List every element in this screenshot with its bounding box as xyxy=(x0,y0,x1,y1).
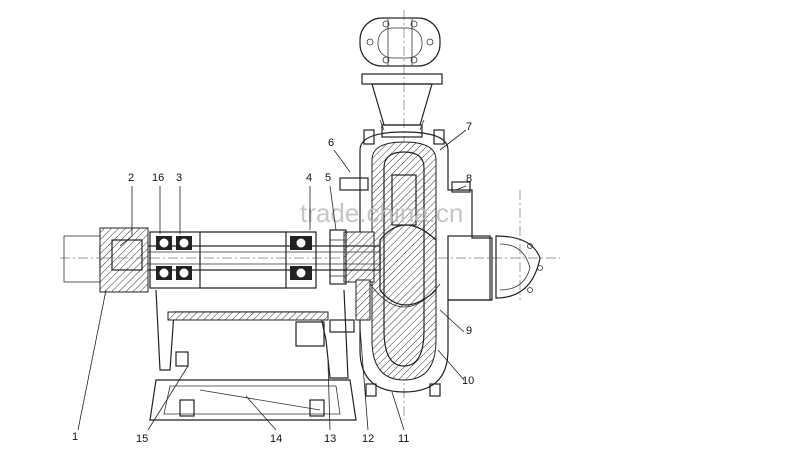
callout-7: 7 xyxy=(466,121,472,133)
callout-13: 13 xyxy=(324,433,336,445)
pump-casing xyxy=(339,129,493,397)
coupling xyxy=(63,227,150,293)
callout-2: 2 xyxy=(128,172,134,184)
callout-10: 10 xyxy=(462,375,474,387)
callout-5: 5 xyxy=(325,172,331,184)
base xyxy=(149,379,357,421)
suction-inlet xyxy=(447,235,543,301)
callout-1: 1 xyxy=(72,431,78,443)
callout-3: 3 xyxy=(176,172,182,184)
callout-11: 11 xyxy=(398,433,409,445)
callout-6: 6 xyxy=(328,137,334,149)
bearing-housing xyxy=(149,231,317,289)
watermark-text: trade.china.cn xyxy=(300,198,463,228)
callout-16: 16 xyxy=(152,172,164,184)
callout-9: 9 xyxy=(466,325,472,337)
leader-lines xyxy=(77,129,467,431)
callout-14: 14 xyxy=(270,433,282,445)
seal-assembly xyxy=(329,229,375,333)
callout-12: 12 xyxy=(362,433,374,445)
outlet-flange-top-view xyxy=(359,17,441,67)
outlet-pipe xyxy=(361,73,443,138)
callout-labels: 1 2 3 4 5 6 7 8 9 10 11 12 13 14 15 16 xyxy=(72,121,474,445)
callout-15: 15 xyxy=(136,433,148,445)
frame xyxy=(155,289,349,379)
callout-4: 4 xyxy=(306,172,312,184)
callout-8: 8 xyxy=(466,173,472,185)
